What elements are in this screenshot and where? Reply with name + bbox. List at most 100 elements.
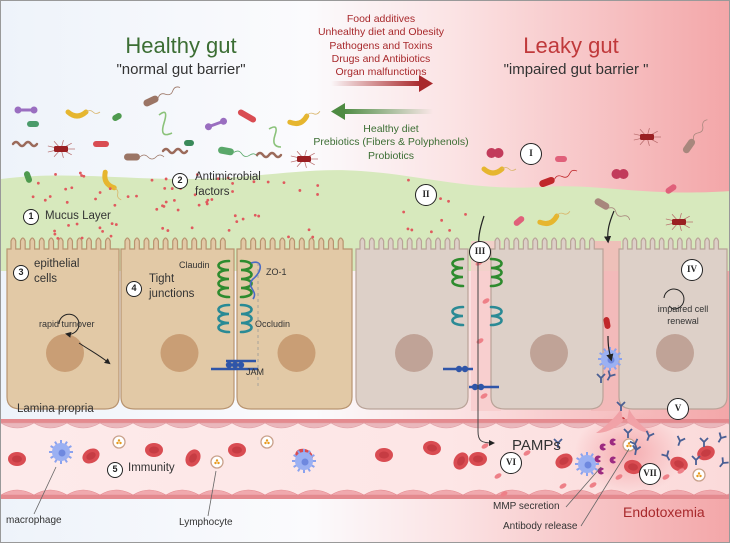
- mmp-enzyme: [594, 455, 601, 463]
- antibody: [699, 437, 709, 447]
- antibody: [623, 428, 633, 438]
- bacterium-body: [124, 153, 140, 161]
- antimicrobial-peptide: [126, 195, 130, 198]
- macrophage-leader: [33, 466, 57, 515]
- red-blood-cell: [8, 452, 26, 466]
- bacterium-body: [537, 213, 560, 226]
- rbc-center: [559, 457, 569, 465]
- endothelial-cell: [725, 422, 729, 425]
- jam-node: [477, 383, 485, 391]
- antibody: [596, 373, 606, 383]
- antibody: [645, 430, 655, 442]
- spiral-bacterium: [161, 147, 189, 155]
- risk-factor: Food additives: [346, 13, 416, 25]
- jam-node: [231, 361, 239, 369]
- spiral-bacterium: [255, 151, 283, 159]
- antimicrobial-peptide: [161, 226, 165, 230]
- protective-factors-list: Healthy diet Prebiotics (Fibers & Polyph…: [301, 123, 481, 163]
- bacterium-body: [207, 119, 225, 129]
- antimicrobial-peptide: [56, 236, 60, 240]
- antibody-shape: [699, 437, 709, 447]
- lymphocyte-body: [260, 435, 274, 449]
- pamp-particle: [523, 450, 531, 456]
- antimicrobial-peptide: [65, 200, 69, 204]
- jam-node: [471, 383, 479, 391]
- protective-factor: Prebiotics (Fibers & Polyphenols): [313, 136, 469, 149]
- pathogenic-bacterium: [47, 140, 75, 158]
- red-blood-cell: [453, 452, 469, 470]
- pathogen: [539, 169, 578, 188]
- antibody-shape: [596, 373, 606, 383]
- marker-III: III: [469, 241, 491, 263]
- antimicrobial-peptide: [406, 227, 410, 231]
- marker-II: II: [415, 184, 437, 206]
- macrophage-nucleus: [301, 458, 309, 466]
- antimicrobial-peptide: [101, 229, 104, 233]
- commensal-bacterium: [124, 153, 165, 161]
- antibody-shape: [606, 370, 616, 381]
- antibody-leader: [580, 448, 630, 527]
- lymphocyte: [260, 435, 274, 449]
- turnover-loop-icon: [58, 313, 80, 338]
- commensal-bacterium: [93, 141, 109, 147]
- antibody-shape: [691, 455, 701, 465]
- antibody-shape: [645, 430, 655, 442]
- antimicrobial-peptide: [298, 189, 302, 192]
- pathogen: [486, 148, 497, 158]
- antimicrobial-peptide: [113, 203, 117, 207]
- mmp-enzyme: [609, 456, 616, 464]
- macrophage-label: macrophage: [6, 515, 62, 526]
- commensal-bacterium: [14, 106, 38, 114]
- red-blood-cell: [185, 449, 201, 467]
- antibody-shape: [719, 457, 729, 468]
- pathogen: [513, 216, 525, 226]
- antimicrobial-peptide: [231, 182, 234, 185]
- pathogenic-bacterium: [633, 128, 661, 146]
- marker-VI: VI: [500, 452, 522, 474]
- nucleus: [160, 334, 199, 372]
- red-blood-cell: [375, 448, 393, 462]
- rbc-center: [701, 449, 711, 457]
- pamp-particle: [494, 473, 502, 479]
- antimicrobial-peptide: [31, 195, 35, 199]
- rbc-center: [12, 455, 22, 463]
- antimicrobial-peptide: [307, 228, 311, 232]
- antimicrobial-peptide: [64, 187, 68, 191]
- commensal-bacterium: [112, 113, 122, 121]
- marker-1: 1: [23, 209, 39, 225]
- antibody: [616, 401, 626, 411]
- antimicrobial-peptide: [257, 214, 261, 218]
- claudin-protein: [239, 259, 253, 299]
- commensal-bacterium: [594, 198, 631, 221]
- antimicrobial-peptide: [166, 229, 170, 232]
- risk-factor: Pathogens and Toxins: [329, 39, 433, 52]
- antimicrobial-peptide: [75, 222, 79, 226]
- endothelial-cell: [725, 493, 729, 496]
- protect-arrow-shaft: [343, 109, 433, 114]
- marker-5: 5: [107, 462, 123, 478]
- pathogenic-bacterium: [290, 150, 318, 168]
- antimicrobial-peptide: [235, 220, 239, 224]
- macrophage-nucleus: [58, 449, 66, 457]
- nucleus: [46, 334, 84, 372]
- lymphocyte-body: [692, 468, 706, 482]
- risk-factor: Organ malfunctions: [335, 66, 427, 79]
- antimicrobial-peptide: [193, 193, 197, 197]
- rbc-center: [473, 455, 483, 463]
- bacterium-body: [287, 113, 310, 126]
- antimicrobial-peptide: [48, 195, 52, 198]
- antimicrobial-peptide: [170, 187, 174, 190]
- antimicrobial-peptide: [190, 226, 194, 230]
- claudin-protein: [489, 257, 503, 288]
- impaired-renewal-line-1: impaired cell: [657, 304, 709, 314]
- pamp-particle: [481, 443, 489, 449]
- macrophage-nucleus: [584, 461, 592, 469]
- immunity-label: Immunity: [128, 462, 175, 474]
- bacterium-body: [297, 156, 311, 162]
- cell-body: [120, 237, 235, 410]
- antimicrobial-peptide: [150, 178, 154, 182]
- antimicrobial-peptide: [282, 181, 286, 185]
- lymphocyte-body: [210, 455, 224, 469]
- commensal-bacterium: [537, 211, 571, 226]
